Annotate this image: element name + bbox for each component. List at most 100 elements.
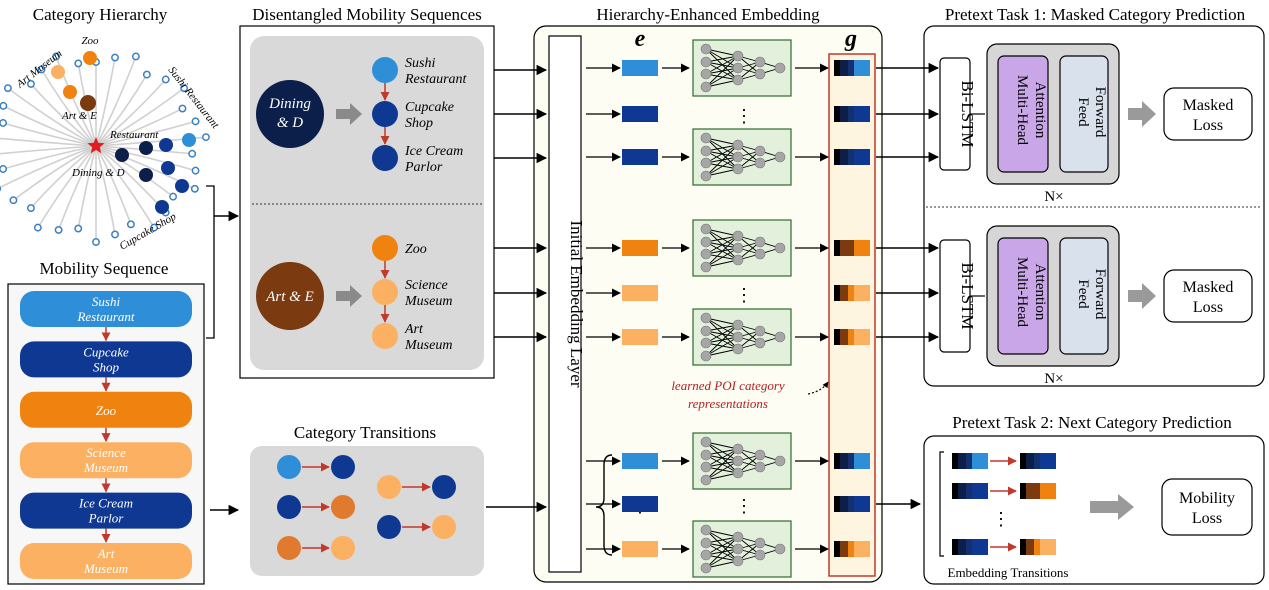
embedding-transitions: ⋮ bbox=[939, 451, 1056, 557]
g-vector-segment bbox=[840, 329, 848, 345]
mlp-neuron bbox=[700, 248, 712, 260]
g-vector-segment bbox=[854, 106, 870, 122]
task1-title: Pretext Task 1: Masked Category Predicti… bbox=[945, 5, 1246, 24]
disentangled-label: Restaurant bbox=[404, 72, 468, 87]
mlp-neuron bbox=[754, 56, 766, 68]
disentangled-node bbox=[372, 145, 398, 171]
g-vector-segment bbox=[840, 541, 848, 557]
g-vector-segment bbox=[854, 240, 870, 256]
tree-branch bbox=[7, 87, 97, 147]
transition-source-node bbox=[277, 536, 301, 560]
dining-root-node bbox=[256, 80, 324, 148]
transition-embedding-segment bbox=[1040, 539, 1056, 555]
mlp-neuron bbox=[700, 549, 712, 561]
feed-forward-block bbox=[1059, 237, 1109, 355]
tree-category-node bbox=[175, 179, 189, 193]
mlp-neuron bbox=[732, 343, 744, 355]
transition-embedding-segment bbox=[1034, 483, 1040, 499]
e-vector bbox=[622, 285, 658, 301]
tree-leaf-node bbox=[54, 225, 63, 234]
mlp-edge bbox=[705, 55, 739, 63]
task2-title: Pretext Task 2: Next Category Prediction bbox=[952, 413, 1232, 432]
mlp-edge bbox=[705, 324, 739, 357]
tree-branch bbox=[95, 145, 116, 235]
tree-leaf-node bbox=[74, 59, 83, 68]
mlp-neuron bbox=[732, 467, 744, 479]
mlp-edge bbox=[705, 144, 739, 164]
mobility-item-label: Cupcake bbox=[83, 344, 129, 359]
ellipsis: ⋮ bbox=[992, 509, 1010, 529]
tree-leaf-node bbox=[0, 165, 8, 173]
g-column bbox=[828, 53, 876, 577]
tree-leaf-node bbox=[74, 224, 83, 233]
mobility-item-label: Art bbox=[97, 546, 115, 561]
mlp-neuron bbox=[754, 337, 766, 349]
annotation-line-2: representations bbox=[688, 396, 768, 411]
e-vector bbox=[622, 329, 658, 345]
mlp-neuron bbox=[700, 132, 712, 144]
feed-forward-label: Feed bbox=[1075, 97, 1091, 127]
attention-label: Multi-Head bbox=[1014, 75, 1030, 145]
transitions-title: Category Transitions bbox=[294, 423, 436, 442]
repeat-label: N× bbox=[1044, 189, 1063, 205]
transition-embedding-segment bbox=[1040, 453, 1056, 469]
g-vector-segment bbox=[854, 496, 870, 512]
tree-branch bbox=[37, 145, 97, 229]
mobility-item-label: Restaurant bbox=[76, 309, 134, 324]
mlp-edge bbox=[705, 168, 739, 177]
mobility-loss-label-1: Mobility bbox=[1179, 490, 1235, 507]
transition-embedding-segment bbox=[966, 539, 972, 555]
mlp-neuron bbox=[754, 145, 766, 157]
transition-source-node bbox=[277, 455, 301, 479]
e-symbol: e bbox=[635, 26, 646, 52]
transitions-panel bbox=[250, 446, 484, 576]
g-vector-segment bbox=[848, 285, 854, 301]
mobility-item bbox=[20, 543, 192, 579]
transition-target-node bbox=[331, 536, 355, 560]
tree-leaf-node bbox=[191, 166, 200, 175]
mobility-sequence-list: SushiRestaurantCupcakeShopZooScienceMuse… bbox=[20, 291, 192, 579]
tree-category-node bbox=[51, 65, 65, 79]
transition-embedding-segment bbox=[1040, 483, 1056, 499]
transition-embedding-segment bbox=[958, 539, 966, 555]
mlp-neuron bbox=[754, 537, 766, 549]
g-vector-segment bbox=[848, 240, 854, 256]
tree-category-node bbox=[139, 141, 153, 155]
g-vector-segment bbox=[840, 496, 848, 512]
mobility-loss-box bbox=[1161, 478, 1253, 536]
tree-label-zoo: Zoo bbox=[81, 35, 99, 47]
g-vector-segment bbox=[848, 329, 854, 345]
tree-label-art-e: Art & E bbox=[61, 110, 97, 122]
mlp-neuron bbox=[700, 461, 712, 473]
mlp-edge bbox=[705, 228, 739, 249]
embedding-rows: ⋮⋮⋮⋮ bbox=[586, 39, 870, 578]
disentangled-node bbox=[372, 323, 398, 349]
category-hierarchy-tree bbox=[0, 51, 210, 246]
flow-arrows bbox=[486, 62, 940, 556]
task1-gray-arrow bbox=[1128, 101, 1156, 127]
transition-target-node bbox=[331, 455, 355, 479]
tree-label-restaurant: Restaurant bbox=[109, 129, 159, 141]
tree-branch bbox=[95, 145, 174, 198]
g-vector-segment bbox=[834, 149, 840, 165]
transition-embedding-segment bbox=[1026, 483, 1034, 499]
tree-category-node bbox=[155, 200, 169, 214]
tree-branch bbox=[95, 145, 167, 214]
mobility-item-label: Museum bbox=[83, 460, 128, 475]
g-vector-segment bbox=[854, 149, 870, 165]
disentangled-node bbox=[372, 101, 398, 127]
mlp-neuron bbox=[700, 56, 712, 68]
mobility-item bbox=[20, 442, 192, 479]
tree-branch bbox=[2, 122, 97, 147]
mlp-edge bbox=[705, 317, 739, 326]
embedding-panel bbox=[533, 25, 883, 583]
mobility-item-label: Ice Cream bbox=[78, 496, 133, 511]
masked-loss-label: Loss bbox=[1193, 299, 1223, 316]
bilstm-label: Bi-LSTM bbox=[958, 80, 977, 147]
tree-leaf-node bbox=[111, 53, 119, 62]
transition-embedding-segment bbox=[966, 483, 972, 499]
mobility-item bbox=[20, 391, 192, 428]
mlp-edge bbox=[705, 529, 739, 550]
tree-branch bbox=[95, 57, 116, 147]
mlp-neuron bbox=[774, 62, 786, 74]
